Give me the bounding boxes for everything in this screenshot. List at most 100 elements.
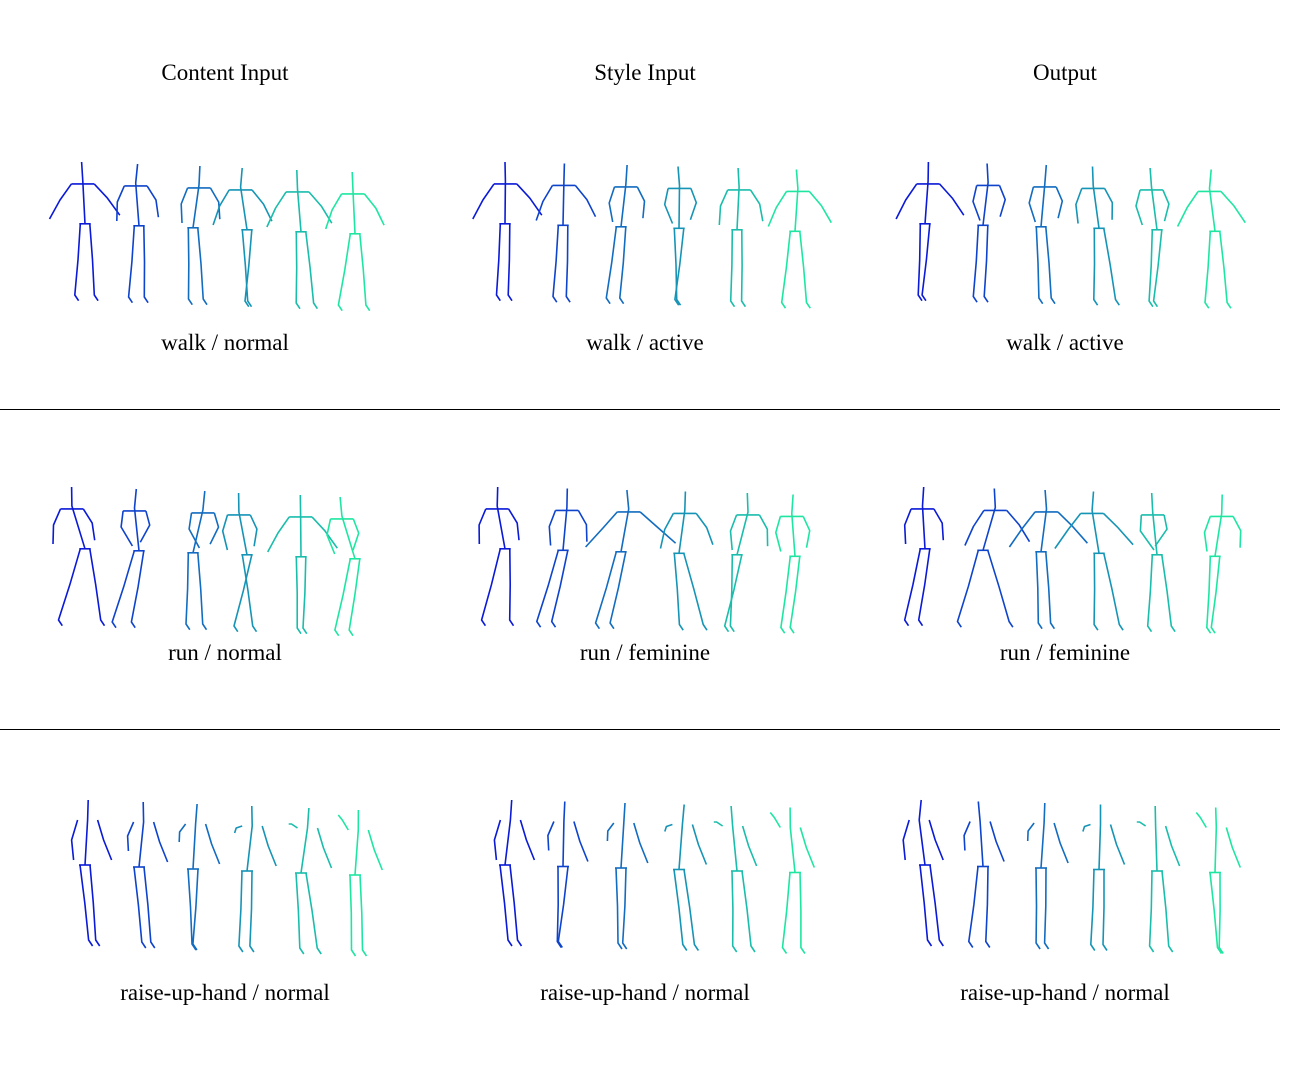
stick-limb [1161, 554, 1176, 633]
stick-limb [741, 825, 758, 867]
stick-limb [729, 514, 738, 551]
stick-limb [938, 183, 965, 216]
stick-limb [1103, 188, 1114, 220]
stick-limb [52, 508, 62, 545]
stick-limb [562, 801, 566, 867]
stick-limb [197, 227, 208, 306]
panel-raise-content [15, 790, 435, 990]
stick-limb [736, 492, 749, 555]
stick-limb [311, 516, 338, 549]
stick-figure [1135, 167, 1170, 308]
stick-limb [730, 805, 738, 872]
stick-limb [251, 189, 273, 222]
stick-limb [1152, 229, 1163, 308]
stick-limb [89, 548, 106, 627]
stick-limb [552, 225, 560, 303]
stick-limb [143, 225, 149, 304]
stick-limb [478, 508, 487, 545]
stick-limb [82, 508, 96, 541]
stick-limb [1075, 188, 1083, 224]
stick-limb [237, 492, 248, 555]
stick-limb [337, 233, 352, 312]
stick-limb [249, 870, 255, 953]
stick-limb [621, 867, 628, 950]
stick-figure-sequence [903, 486, 1242, 634]
stick-limb [197, 552, 208, 631]
stick-limb [116, 185, 126, 222]
stick-limb [556, 866, 562, 948]
stick-limb [1026, 822, 1035, 842]
stick-limb [968, 866, 979, 948]
stick-figure [48, 161, 121, 302]
stick-figure [180, 165, 221, 306]
stick-limb [789, 807, 796, 873]
stick-limb [352, 518, 360, 551]
stick-figure [493, 799, 536, 947]
stick-limb [620, 489, 630, 552]
row-divider-1 [0, 409, 1280, 410]
stick-limb [516, 183, 543, 216]
stick-limb [1093, 228, 1099, 306]
panel-run-output [855, 475, 1275, 675]
stick-limb [903, 508, 912, 545]
stick-limb [354, 809, 360, 876]
stick-figure [472, 161, 543, 302]
stick-limb [789, 556, 801, 634]
stick-limb [673, 553, 684, 631]
stick-limb [1082, 823, 1091, 832]
stick-limb [557, 866, 569, 948]
stick-limb [70, 819, 79, 861]
stick-limb [1146, 554, 1154, 633]
stick-limb [1045, 226, 1056, 305]
stick-limb [1148, 870, 1155, 953]
stick-limb [758, 514, 769, 547]
panel-walk-content [15, 150, 435, 350]
stick-figure [718, 167, 764, 308]
stick-limb [192, 165, 201, 228]
stick-limb [246, 805, 253, 872]
stick-figure [178, 803, 221, 951]
stick-limb [1091, 491, 1100, 554]
stick-limb [1203, 516, 1212, 552]
stick-limb [740, 229, 747, 308]
stick-limb [146, 185, 160, 218]
stick-limb [673, 228, 682, 306]
stick-limb [472, 183, 495, 220]
stick-figure [769, 807, 816, 954]
panel-walk-style [435, 150, 855, 350]
stick-limb [507, 223, 513, 302]
stick-limb [1218, 872, 1224, 954]
stick-limb [903, 548, 922, 627]
stick-figure [585, 489, 677, 630]
stick-limb [1098, 804, 1102, 870]
stick-limb [574, 184, 597, 218]
stick-figure [723, 492, 769, 633]
panel-walk-output [855, 150, 1275, 350]
stick-limb [138, 801, 145, 868]
stick-limb [1161, 870, 1174, 953]
stick-limb [674, 228, 685, 306]
stick-limb [316, 827, 333, 869]
stick-limb [718, 189, 729, 226]
stick-limb [266, 191, 287, 228]
stick-figure [324, 171, 385, 312]
stick-limb [70, 486, 86, 550]
stick-limb [351, 171, 356, 234]
stick-limb [998, 185, 1006, 217]
stick-figure [288, 807, 333, 955]
stick-limb [238, 870, 244, 953]
caption-raise-content: raise-up-hand / normal [120, 980, 330, 1005]
stick-limb [989, 821, 1005, 862]
stick-limb [133, 488, 140, 551]
stick-limb [295, 556, 302, 635]
stick-limb [1195, 812, 1207, 828]
stick-limb [80, 161, 86, 224]
stick-limb [1102, 512, 1134, 546]
stick-limb [1035, 551, 1043, 630]
stick-figure [126, 801, 169, 949]
stick-figure [895, 161, 965, 302]
stick-limb [729, 554, 735, 633]
stick-limb [509, 864, 523, 947]
stick-figure-sequence [478, 486, 811, 634]
stick-limb [244, 229, 253, 308]
